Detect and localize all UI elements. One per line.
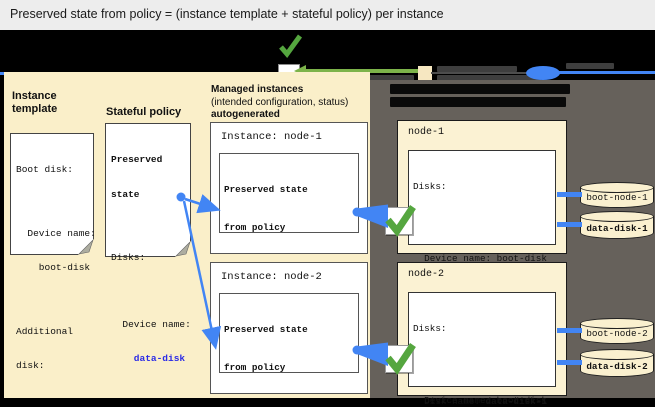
legend-arrow-line	[306, 69, 418, 73]
vm-box-node-1: node-1 Disks: Device name: boot-disk Dis…	[397, 120, 567, 407]
disk-cylinder-data-disk-2: data-disk-2	[580, 349, 654, 377]
disk-label: data-disk-1	[586, 223, 648, 234]
doc-line: state	[111, 188, 140, 200]
spacer	[413, 361, 551, 370]
spacer	[16, 395, 88, 401]
instance-box-node-1: Instance: node-1 Preserved state from po…	[210, 122, 368, 376]
stateful-policy-doc: Preserved state Disks: Device name: data…	[105, 123, 191, 364]
box-line: Device name: boot-disk	[413, 394, 547, 406]
instance-box-node-2: Instance: node-2 Preserved state from po…	[210, 262, 368, 394]
instance-template-doc: Boot disk: Device name: boot-disk Additi…	[10, 133, 96, 371]
cylinder-top	[580, 349, 654, 360]
heading-line: (intended configuration, status)	[211, 96, 349, 108]
legend-disk-icon	[526, 66, 560, 80]
legend-label-bar	[437, 66, 517, 72]
disk-value: data-disk-1	[485, 396, 547, 407]
spacer	[16, 297, 88, 303]
spacer	[111, 223, 185, 229]
doc-text: Boot disk: Device name: boot-disk Additi…	[11, 134, 96, 407]
status-check-box-node-1	[385, 207, 413, 235]
spacer	[111, 287, 185, 296]
doc-line-data-disk: data-disk	[111, 353, 186, 364]
legend-gray-line	[431, 72, 527, 74]
cylinder-body	[580, 216, 654, 239]
disk-label: boot-node-2	[586, 328, 648, 339]
spacer	[16, 199, 88, 205]
disk-cylinder-data-disk-1: data-disk-1	[580, 211, 654, 239]
preserved-state-box: Preserved state from policy Disks: Devic…	[219, 153, 359, 376]
heading-line: autogenerated	[211, 109, 280, 120]
box-line: Preserved state	[224, 324, 308, 335]
cylinder-body	[580, 354, 654, 377]
spacer	[413, 219, 551, 228]
cylinder-top	[580, 318, 654, 329]
heading-line: Instance	[12, 90, 57, 102]
instance-title: Instance: node-1	[221, 131, 322, 143]
folded-corner-icon	[175, 241, 191, 257]
disk-cylinder-boot-node-2: boot-node-2	[580, 318, 654, 344]
box-line: from policy	[224, 221, 286, 233]
spacer	[224, 399, 354, 405]
disk-label: Disk name:	[413, 396, 486, 407]
vm-disks-box: Disks: Device name: boot-disk Disk name:…	[408, 150, 556, 407]
doc-line: Preserved	[111, 154, 163, 165]
box-line: Preserved state	[224, 184, 308, 195]
instance-template-heading: Instance template	[12, 90, 57, 116]
vm-node-name: node-2	[408, 269, 445, 280]
box-line: Disk name: data-disk-1	[413, 396, 551, 407]
legend-label-bar	[566, 63, 614, 69]
preserved-state-box: Preserved state from policy Disks: Devic…	[219, 293, 359, 373]
box-line: Disks:	[413, 323, 447, 334]
title-bar: Preserved state from policy = (instance …	[0, 0, 655, 30]
vm-panel-heading-line-redacted	[390, 84, 570, 94]
legend-label-bar	[437, 75, 541, 82]
disk-cylinder-boot-node-1: boot-node-1	[580, 182, 654, 208]
doc-line: disk:	[16, 360, 45, 371]
vm-box-node-2: node-2 Disks: Device name: boot-disk Dis…	[397, 262, 567, 406]
status-check-box-node-2	[385, 345, 413, 373]
vm-disks-box: Disks: Device name: boot-disk Disk name:…	[408, 292, 556, 406]
doc-line: Disks:	[111, 252, 146, 263]
vm-node-name: node-1	[408, 127, 445, 138]
legend-blue-line-right	[556, 71, 655, 74]
vm-disks-text: Disks: Device name: boot-disk Disk name:…	[409, 293, 555, 407]
doc-line: Boot disk:	[16, 164, 74, 175]
vm-panel-heading-line-redacted	[390, 97, 566, 107]
cylinder-top	[580, 211, 654, 222]
cylinder-top	[580, 182, 654, 193]
instance-title: Instance: node-2	[221, 271, 322, 283]
managed-instances-heading: Managed instances (intended configuratio…	[211, 84, 348, 122]
heading-line: template	[12, 103, 58, 115]
folded-corner-icon	[78, 239, 94, 255]
doc-line: Device name:	[111, 318, 191, 330]
disk-label: data-disk-2	[586, 361, 648, 372]
heading-line: Managed instances	[211, 84, 304, 95]
box-line: Device name: boot-disk	[413, 252, 547, 264]
doc-line: Device name:	[16, 227, 96, 239]
legend-strip	[0, 30, 655, 86]
box-line: from policy	[224, 361, 286, 373]
preserved-state-text: Preserved state from policy Disks: Devic…	[220, 294, 358, 407]
box-line: Disks:	[413, 181, 447, 192]
doc-line: boot-disk	[16, 262, 91, 273]
doc-line: Additional	[16, 325, 74, 337]
disk-label: boot-node-1	[586, 192, 648, 203]
diagram-title: Preserved state from policy = (instance …	[10, 7, 444, 21]
stateful-policy-heading: Stateful policy	[106, 106, 182, 118]
doc-text: Preserved state Disks: Device name: data…	[106, 124, 191, 395]
